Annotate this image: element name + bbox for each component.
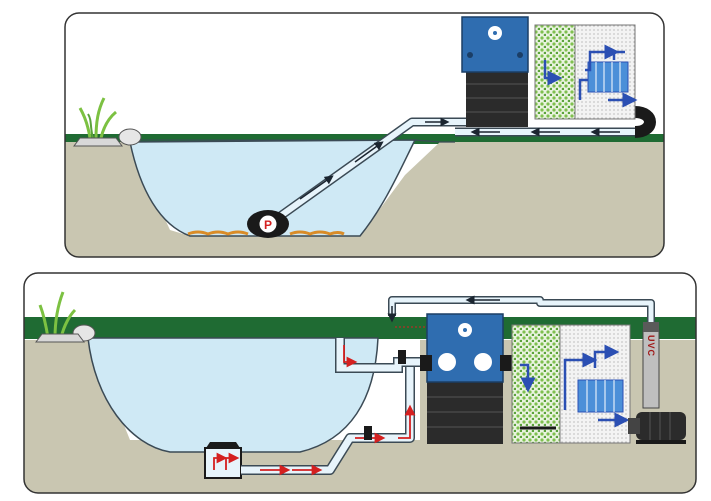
filter-cartridge-chamber-bottom xyxy=(559,324,631,444)
rock-icon xyxy=(73,128,142,147)
top-panel-frame xyxy=(64,12,665,258)
rock-icon-bottom xyxy=(35,324,96,343)
uv-clarifier: UVC xyxy=(642,322,660,409)
filter-media-chamber-bottom xyxy=(511,324,561,444)
bottom-panel-frame xyxy=(23,272,697,494)
bottom-drain xyxy=(204,442,242,479)
soil xyxy=(65,142,664,257)
bottom-panel: UVC xyxy=(23,272,697,494)
pond-water-bottom xyxy=(87,337,379,453)
top-panel: P xyxy=(64,12,665,258)
suction-pipe xyxy=(269,117,485,226)
pump-label: P xyxy=(264,218,272,232)
filter-head xyxy=(461,16,529,73)
sludge-left xyxy=(187,230,249,236)
return-line-bottom xyxy=(387,295,655,328)
filter-cartridge-chamber xyxy=(574,24,638,120)
skimmer xyxy=(335,338,425,373)
filter-stand-bottom xyxy=(427,382,503,444)
uv-label: UVC xyxy=(646,335,656,357)
plant-icon xyxy=(78,97,117,139)
pump-icon: P xyxy=(247,210,289,238)
filter-head-bottom xyxy=(420,313,512,383)
external-pump-icon xyxy=(628,412,686,444)
sludge-right xyxy=(289,230,345,236)
grass-strip xyxy=(65,134,664,144)
filter-media-chamber xyxy=(534,24,576,120)
return-pipe xyxy=(455,106,656,138)
filter-stand xyxy=(466,70,528,127)
